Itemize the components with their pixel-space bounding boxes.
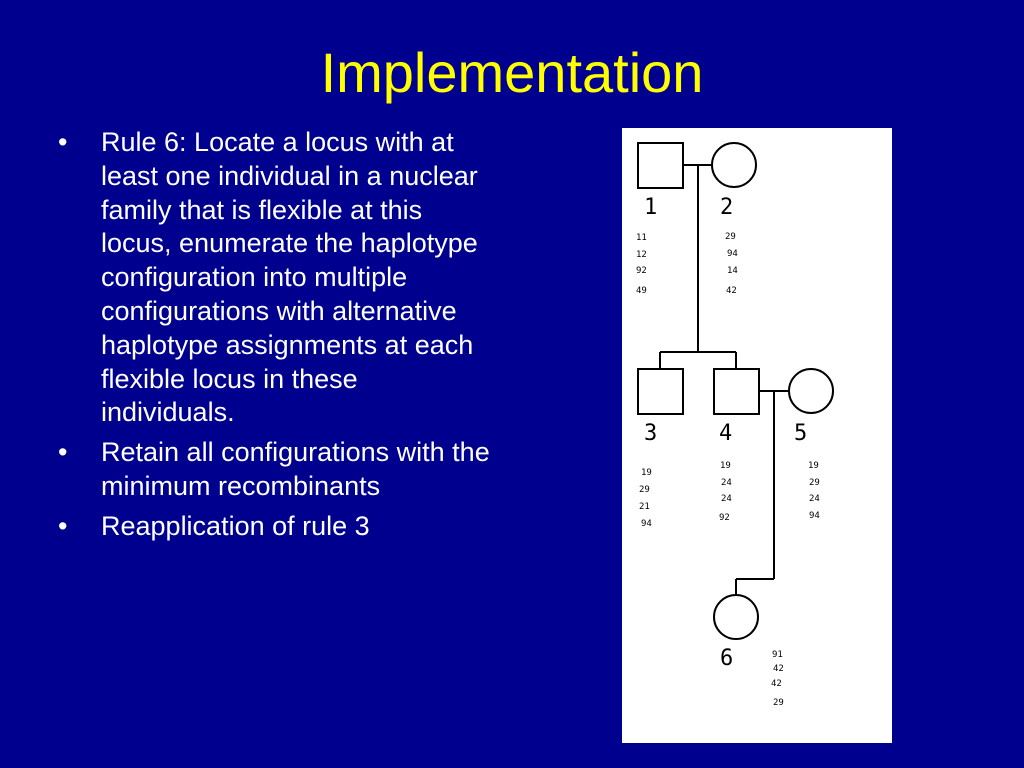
individual-4-male-square <box>713 368 760 415</box>
bullet-item: • Rule 6: Locate a locus with at least o… <box>58 126 498 430</box>
bullet-dot-icon: • <box>58 510 68 541</box>
genotype-3-2: 29 <box>639 485 650 495</box>
bullet-list: • Rule 6: Locate a locus with at least o… <box>58 126 498 550</box>
genotype-4-4: 92 <box>719 513 730 523</box>
individual-5-female-circle <box>788 368 834 414</box>
genotype-4-1: 19 <box>720 461 731 471</box>
bullet-dot-icon: • <box>58 127 68 157</box>
genotype-2-2: 94 <box>727 249 738 259</box>
genotype-1-2: 12 <box>636 250 647 260</box>
genotype-5-4: 94 <box>809 511 820 521</box>
individual-5-label: 5 <box>794 421 807 446</box>
individual-3-label: 3 <box>644 421 657 446</box>
genotype-3-3: 21 <box>639 502 650 512</box>
individual-6-label: 6 <box>720 646 733 671</box>
genotype-4-2: 24 <box>721 478 732 488</box>
genotype-1-1: 11 <box>636 233 647 243</box>
genotype-6-2: 42 <box>773 664 784 674</box>
slide-title: Implementation <box>320 41 704 104</box>
pedigree-diagram: 1 2 3 4 5 6 11 12 92 49 29 94 14 42 19 2… <box>622 128 892 743</box>
individual-1-label: 1 <box>644 195 657 220</box>
pedigree-lines <box>659 164 789 595</box>
individual-6-female-circle <box>713 594 759 640</box>
individual-3-male-square <box>637 368 684 415</box>
genotype-6-1: 91 <box>772 650 783 660</box>
genotype-5-2: 29 <box>809 478 820 488</box>
genotype-4-3: 24 <box>721 494 732 504</box>
individual-2-label: 2 <box>720 195 733 220</box>
bullet-dot-icon: • <box>58 437 68 468</box>
individual-1-male-square <box>637 142 684 189</box>
bullet-item: • Retain all configurations with the min… <box>58 436 498 504</box>
bullet-text: Reapplication of rule 3 <box>101 510 370 541</box>
genotype-5-1: 19 <box>808 461 819 471</box>
bullet-text: Retain all configurations with the minim… <box>101 437 490 501</box>
genotype-3-1: 19 <box>641 468 652 478</box>
bullet-text: Rule 6: Locate a locus with at least one… <box>101 127 478 428</box>
genotype-3-4: 94 <box>641 519 652 529</box>
bullet-item: • Reapplication of rule 3 <box>58 510 498 544</box>
genotype-1-4: 49 <box>636 286 647 296</box>
genotype-2-1: 29 <box>725 232 736 242</box>
individual-2-female-circle <box>711 142 757 188</box>
individual-4-label: 4 <box>719 421 732 446</box>
genotype-6-3: 42 <box>771 679 782 689</box>
genotype-1-3: 92 <box>636 266 647 276</box>
genotype-2-4: 42 <box>726 286 737 296</box>
genotype-5-3: 24 <box>809 494 820 504</box>
genotype-2-3: 14 <box>727 266 738 276</box>
genotype-6-4: 29 <box>773 698 784 708</box>
pedigree-svg: 1 2 3 4 5 6 11 12 92 49 29 94 14 42 19 2… <box>636 142 834 708</box>
